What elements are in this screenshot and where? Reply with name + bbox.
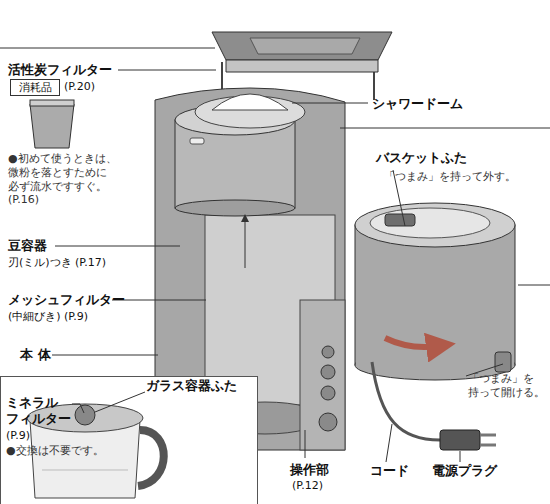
carbon-filter-icon — [30, 100, 74, 148]
page-ref: (中細びき) (P.9) — [8, 310, 88, 324]
note: ●交換は不要です。 — [6, 444, 104, 458]
note: 「つまみ」を持って外す。 — [384, 170, 516, 184]
part-name: 電源プラグ — [432, 463, 497, 479]
part-name: 本 体 — [20, 347, 51, 363]
note: ●初めて使うときは、 微粉を落とすために 必ず流水ですすぐ。 (P.16) — [8, 152, 124, 207]
carafe-inset — [1, 377, 258, 504]
page-ref: 刃(ミル)つき (P.17) — [8, 256, 106, 270]
bean-container — [175, 94, 305, 216]
part-name: 活性炭フィルター — [8, 62, 112, 78]
part-name: 操作部 — [290, 462, 329, 478]
page-ref: (P.12) — [292, 479, 323, 493]
part-name: メッシュフィルター — [8, 292, 125, 308]
part-name: ミネラル フィルター — [6, 395, 78, 428]
box-text: 消耗品 — [19, 81, 52, 95]
part-name: 豆容器 — [8, 238, 47, 254]
part-name: バスケットふた — [376, 150, 467, 166]
label-box: 消耗品 — [10, 79, 60, 96]
note: 「つまみ」を 持って開ける。 — [468, 372, 548, 400]
part-name: コード — [370, 463, 409, 479]
part-name: シャワードーム — [372, 96, 463, 112]
filter-basket — [355, 203, 515, 380]
page-ref: (P.9) — [6, 429, 30, 443]
part-name: ガラス容器ふた — [146, 378, 237, 394]
page-ref: (P.20) — [64, 80, 95, 94]
